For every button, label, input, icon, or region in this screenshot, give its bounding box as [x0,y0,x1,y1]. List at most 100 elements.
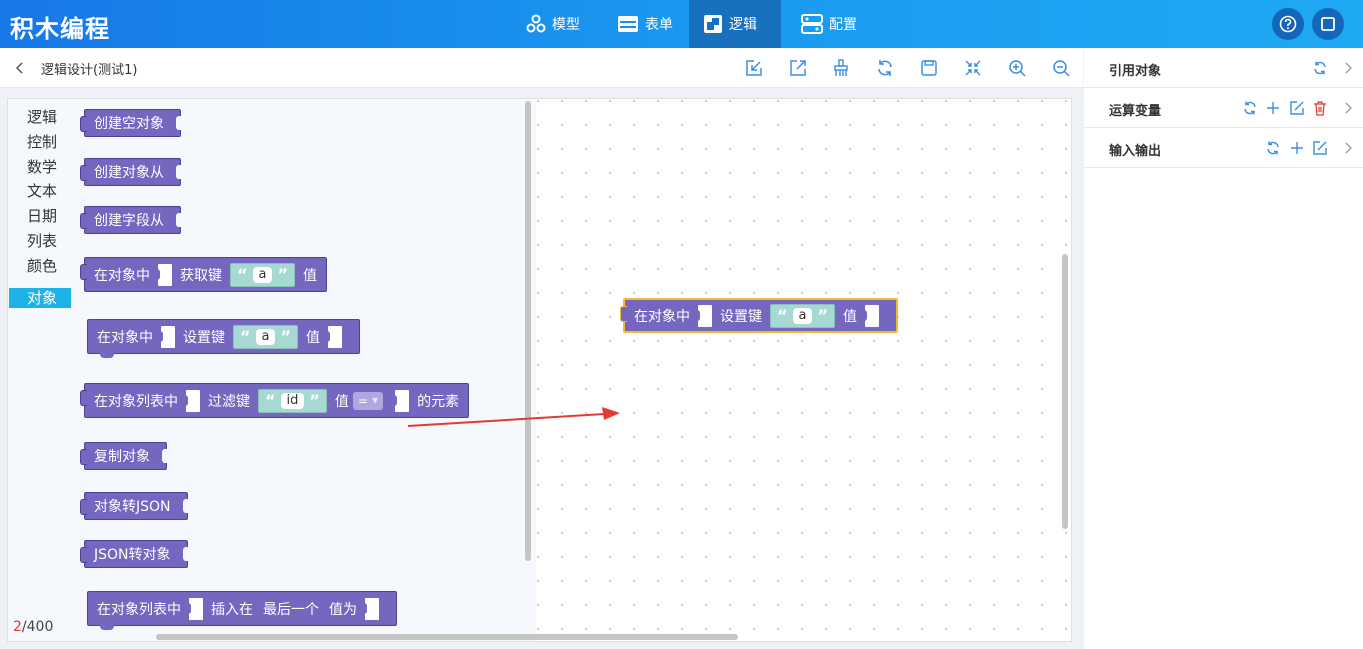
refresh-icon[interactable] [1242,100,1258,116]
panel-row-computed-variables[interactable]: 运算变量 [1084,88,1363,128]
flyout-scrollbar[interactable] [525,101,531,561]
input-slot[interactable] [184,389,200,412]
category-math[interactable]: 数学 [27,158,58,176]
delete-icon[interactable] [1312,100,1328,116]
block-text: 创建空对象 [94,116,164,132]
category-control[interactable]: 控制 [27,133,58,151]
string-field[interactable]: “a” [770,303,835,328]
panel-row-label: 输入输出 [1109,144,1162,159]
block-text: 值 [303,267,317,284]
operator-value: = [357,393,368,408]
config-icon [801,14,823,34]
right-panel: 引用对象 运算变量 输入输出 [1084,48,1363,649]
block-text: 在对象中 [97,329,153,346]
canvas-vertical-scrollbar[interactable] [1062,254,1068,529]
tab-form[interactable]: 表单 [603,0,687,48]
string-field[interactable]: “id” [258,388,327,413]
input-slot[interactable] [863,304,879,327]
export-icon[interactable] [789,59,807,77]
collapse-icon[interactable] [964,59,982,77]
chevron-right-icon[interactable] [1340,140,1356,156]
canvas-block-object-set-key[interactable]: 在对象中 设置键 “a” 值 [620,298,898,333]
input-slot[interactable] [363,597,379,620]
input-slot[interactable] [696,304,712,327]
refresh-icon[interactable] [1312,60,1328,76]
input-slot[interactable] [187,597,203,620]
block-text: 值 [843,308,857,325]
panel-row-input-output[interactable]: 输入输出 [1084,128,1363,168]
help-button[interactable] [1272,8,1304,40]
block-text: 在对象中 [94,267,150,284]
chevron-down-icon: ▼ [371,396,379,405]
clean-icon[interactable] [832,59,850,77]
operator-dropdown[interactable]: =▼ [352,391,384,410]
top-bar: 积木编程 模型 表单 逻辑 配置 [0,0,1363,48]
category-color[interactable]: 颜色 [27,257,58,275]
string-value[interactable]: a [792,307,813,324]
tab-label: 逻辑 [729,17,757,33]
add-icon[interactable] [1265,100,1281,116]
category-text[interactable]: 文本 [27,182,58,200]
block-json-to-object[interactable]: JSON转对象 [80,540,189,568]
block-copy-object[interactable]: 复制对象 [80,442,168,470]
tab-logic[interactable]: 逻辑 [689,0,781,48]
category-date[interactable]: 日期 [27,207,58,225]
input-slot[interactable] [159,325,175,348]
block-text: 设置键 [720,308,762,325]
panel-row-label: 引用对象 [1109,64,1162,79]
input-slot[interactable] [156,263,172,286]
tab-model[interactable]: 模型 [512,0,594,48]
quote-open: “ [777,306,788,325]
zoom-out-icon[interactable] [1052,59,1070,77]
block-counter: 2/400 [13,619,53,635]
refresh-icon[interactable] [876,59,894,77]
block-list-filter-key[interactable]: 在对象列表中 过滤键 “id” 值 =▼ 的元素 [79,383,470,418]
window-button[interactable] [1312,8,1344,40]
block-text: 对象转JSON [94,499,171,515]
chevron-right-icon[interactable] [1340,60,1356,76]
block-create-field-from[interactable]: 创建字段从 [80,206,182,234]
input-slot[interactable] [393,389,410,412]
counter-total: /400 [21,619,54,635]
block-canvas[interactable]: 在对象中 设置键 “a” 值 [536,99,1071,641]
category-logic[interactable]: 逻辑 [27,108,58,126]
block-object-to-json[interactable]: 对象转JSON [80,492,189,520]
back-icon[interactable] [12,60,28,76]
block-text: JSON转对象 [94,547,171,563]
input-slot[interactable] [326,325,342,348]
block-create-object-from[interactable]: 创建对象从 [80,158,182,186]
block-text: 设置键 [183,329,225,346]
string-value[interactable]: a [252,266,273,283]
block-create-empty-object[interactable]: 创建空对象 [80,109,182,137]
canvas-horizontal-scrollbar[interactable] [156,634,738,640]
form-icon [618,16,638,32]
chevron-right-icon[interactable] [1340,100,1356,116]
quote-open: “ [265,391,276,410]
string-value[interactable]: id [280,392,305,409]
edit-icon[interactable] [1289,100,1305,116]
zoom-in-icon[interactable] [1008,59,1026,77]
panel-row-reference-objects[interactable]: 引用对象 [1084,48,1363,88]
category-object[interactable]: 对象 [9,288,71,308]
edit-icon[interactable] [1312,140,1328,156]
save-icon[interactable] [920,59,938,77]
block-text: 在对象列表中 [94,393,178,410]
string-field[interactable]: “a” [230,262,295,287]
block-object-get-key[interactable]: 在对象中 获取键 “a” 值 [80,257,327,292]
tab-config[interactable]: 配置 [787,0,871,48]
window-icon [1321,17,1335,31]
block-text: 获取键 [180,267,222,284]
block-text: 值 [306,329,320,346]
refresh-icon[interactable] [1265,140,1281,156]
add-icon[interactable] [1289,140,1305,156]
quote-close: ” [309,391,320,410]
block-list-insert[interactable]: 在对象列表中 插入在 最后一个 值为 [87,591,397,630]
import-icon[interactable] [745,59,763,77]
string-value[interactable]: a [255,328,276,345]
string-field[interactable]: “a” [233,324,298,349]
quote-open: “ [237,265,248,284]
page-title: 逻辑设计(测试1) [41,63,138,78]
category-list[interactable]: 列表 [27,232,58,250]
block-object-set-key[interactable]: 在对象中 设置键 “a” 值 [87,319,360,358]
blockly-workspace[interactable]: 逻辑 控制 数学 文本 日期 列表 颜色 对象 创建空对象 创建对象从 创建字段… [7,98,1072,642]
